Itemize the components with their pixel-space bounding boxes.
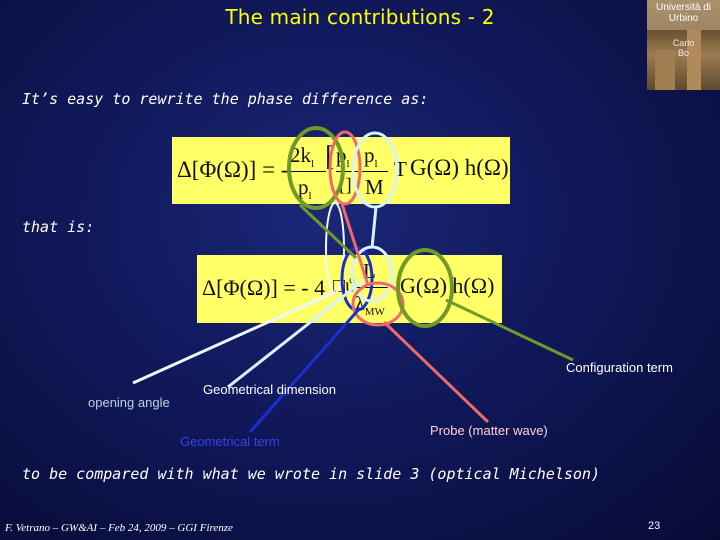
logo-building xyxy=(655,50,675,90)
logo-text-bottom: Carlo Bo xyxy=(647,38,720,58)
logo-tower xyxy=(687,30,701,90)
eq2-den-text: λ xyxy=(355,293,365,315)
that-is-text: that is: xyxy=(22,218,95,236)
salmon-ellipse-eq2 xyxy=(351,281,405,327)
lightblue-connector-eq1-eq2 xyxy=(370,206,378,249)
olive-ellipse-eq2 xyxy=(396,248,454,328)
logo-line-1: Università di xyxy=(655,2,712,13)
equation-2-den: λMW xyxy=(355,293,385,318)
equation-1-rhs: G(Ω) h(Ω) xyxy=(410,155,509,180)
geometrical-term-label: Geometrical term xyxy=(180,434,280,449)
eq1-num-b-sub: l xyxy=(346,158,350,171)
equation-1-frac-bar-c xyxy=(362,171,388,172)
equation-1-num-a: 2kl xyxy=(290,143,314,170)
equation-1-den-a: pl xyxy=(298,175,312,202)
compare-text: to be compared with what we wrote in sli… xyxy=(22,465,600,483)
equation-2-rhs: G(Ω) h(Ω) xyxy=(400,273,495,298)
geometrical-dimension-label: Geometrical dimension xyxy=(203,382,336,397)
probe-label: Probe (matter wave) xyxy=(430,423,548,438)
university-logo: Università di Urbino Carlo Bo xyxy=(647,0,720,90)
logo-line-4: Bo xyxy=(677,48,689,58)
eq1-den-a-sub: l xyxy=(308,190,312,203)
white-connector-opening-angle xyxy=(132,290,336,385)
eq1-num-a-text: 2k xyxy=(290,143,311,167)
lightblue-connector-geom-dimension xyxy=(227,278,365,389)
eq1-num-a-sub: l xyxy=(311,158,315,171)
eq1-num-c-text: p xyxy=(364,143,375,167)
salmon-connector-eq1-eq2 xyxy=(340,203,370,286)
logo-sky xyxy=(647,0,720,30)
opening-angle-label: opening angle xyxy=(88,395,170,410)
olive-connector-eq1-eq2 xyxy=(298,203,358,260)
equation-1-frac-bar-a xyxy=(290,171,326,172)
olive-connector-configuration xyxy=(445,298,574,362)
eq1-num-c-sub: l xyxy=(374,158,378,171)
eq2-den-sub: MW xyxy=(364,306,385,318)
salmon-connector-probe xyxy=(382,320,490,424)
logo-text-top: Università di Urbino xyxy=(647,2,720,24)
intro-text: It’s easy to rewrite the phase differenc… xyxy=(22,90,429,108)
salmon-ellipse-eq1 xyxy=(328,130,362,206)
equation-1-frac-bar-b xyxy=(336,171,358,172)
equation-1-den-c: M xyxy=(365,175,384,199)
logo-line-3: Carlo xyxy=(672,38,695,48)
logo-line-2: Urbino xyxy=(668,13,699,24)
eq1-den-a-text: p xyxy=(298,175,309,199)
footer-credit: F. Vetrano – GW&AI – Feb 24, 2009 – GGI … xyxy=(5,522,233,534)
equation-1-num-c: pl xyxy=(364,143,378,170)
page-number: 23 xyxy=(648,520,661,532)
olive-ellipse-eq1 xyxy=(287,126,345,210)
equation-2-lhs: Δ[Φ(Ω)] = - 4 xyxy=(202,275,326,300)
configuration-term-label: Configuration term xyxy=(566,360,673,375)
blue-connector-geom-term xyxy=(248,307,362,433)
slide-title: The main contributions - 2 xyxy=(225,5,495,29)
equation-1-lhs: Δ[Φ(Ω)] = - xyxy=(177,157,289,182)
